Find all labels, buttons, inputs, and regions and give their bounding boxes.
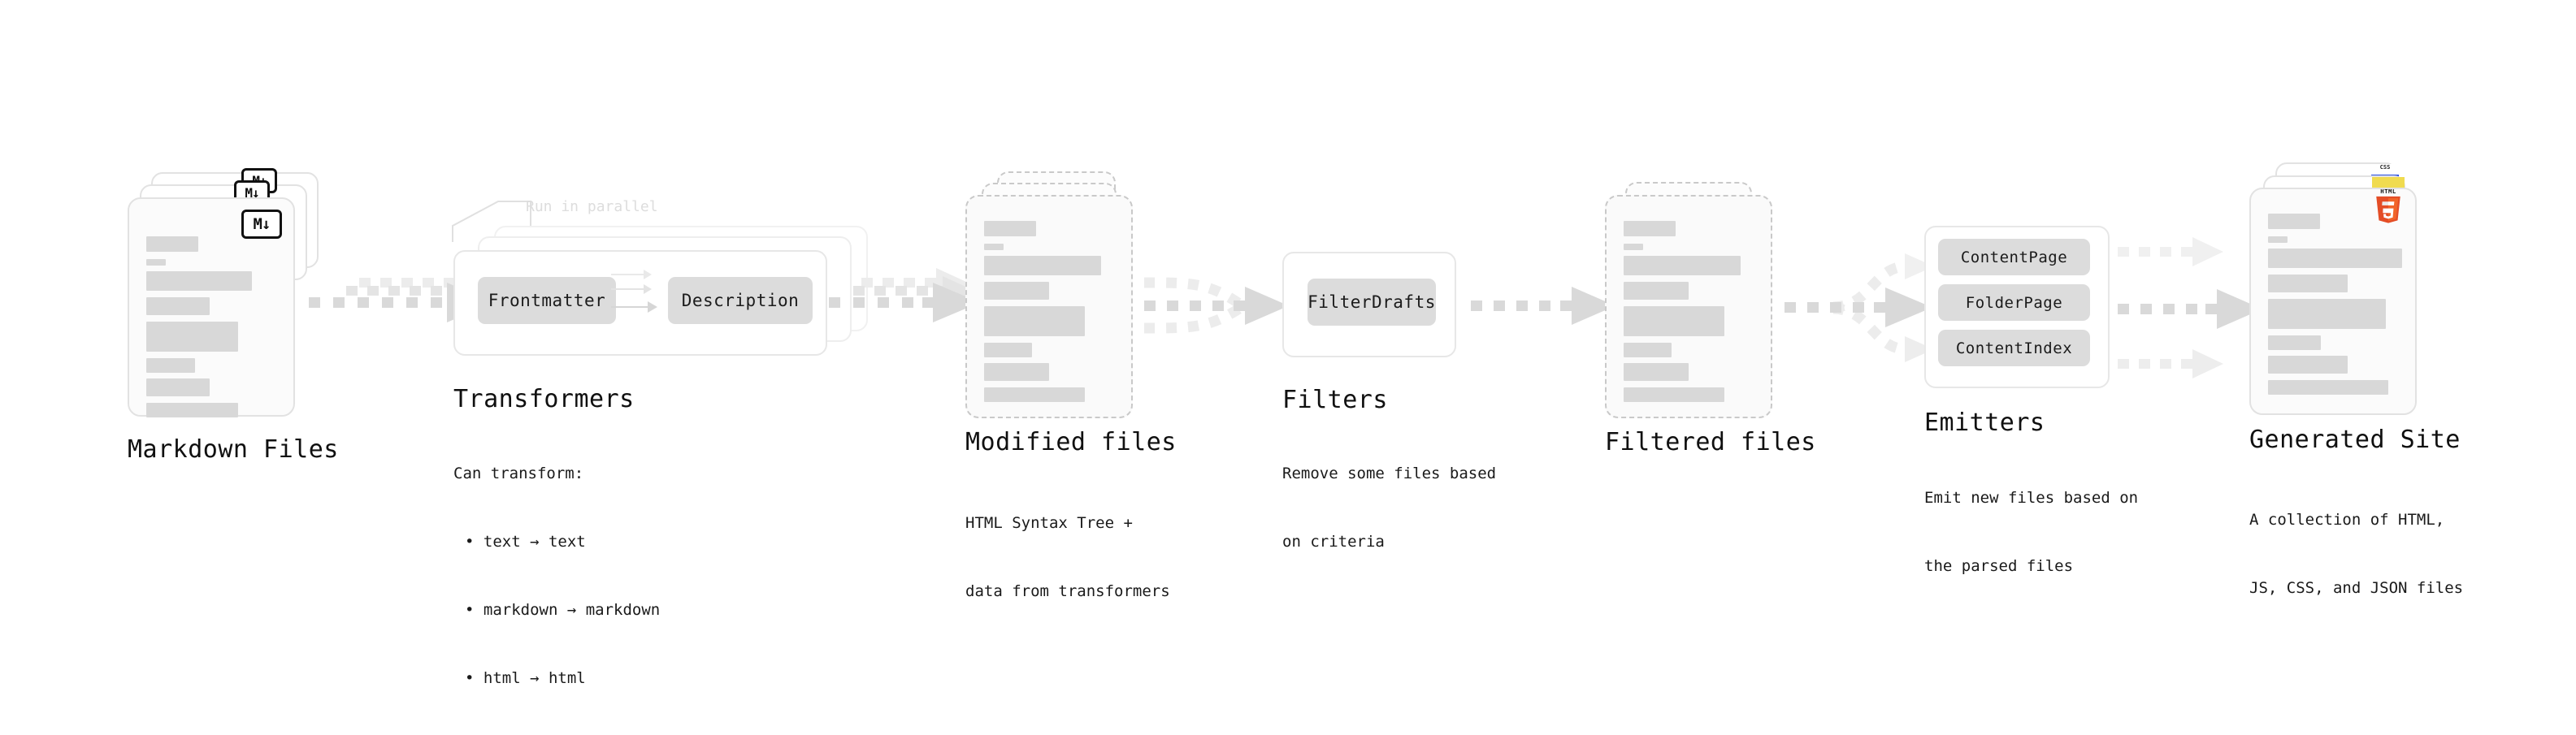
- filters-desc-line-2: on criteria: [1282, 533, 1385, 551]
- doc-line: [2268, 275, 2348, 292]
- doc-line: [1624, 221, 1676, 236]
- parallel-bracket: [452, 201, 531, 242]
- emitters-desc-line-2: the parsed files: [1924, 557, 2074, 575]
- doc-line: [984, 343, 1032, 357]
- transformers-description: Can transform: • text → text • markdown …: [453, 417, 660, 735]
- arrow-emitters-to-site: [2118, 237, 2262, 378]
- modified-files-description: HTML Syntax Tree + data from transformer…: [965, 466, 1170, 648]
- arrow-transformers-to-modified: [829, 268, 982, 322]
- emitters-description: Emit new files based on the parsed files: [1924, 441, 2138, 623]
- page-title-emitters: Emitters: [1924, 409, 2045, 437]
- emitters-box: ContentPage FolderPage ContentIndex: [1924, 226, 2110, 388]
- page-title-filtered-files: Filtered files: [1605, 428, 1816, 456]
- doc-line: [984, 363, 1049, 381]
- markdown-icon: M↓: [241, 210, 282, 239]
- arrow-filtered-to-emitters: [1785, 253, 1934, 362]
- doc-line: [1624, 363, 1689, 381]
- transformers-list-item-1: • text → text: [465, 533, 586, 551]
- doc-line: [146, 403, 238, 417]
- doc-line: [146, 358, 195, 373]
- doc-line: [984, 387, 1085, 402]
- doc-line: [1624, 282, 1689, 300]
- doc-line: [2268, 214, 2320, 229]
- chip-contentindex[interactable]: ContentIndex: [1938, 330, 2090, 366]
- generated-desc-line-2: JS, CSS, and JSON files: [2249, 579, 2464, 597]
- doc-line: [1624, 343, 1672, 357]
- doc-line: [984, 306, 1085, 336]
- doc-line: [984, 244, 1004, 250]
- markdown-file-card-front: M↓: [128, 197, 295, 417]
- html5-icon: HTML: [2376, 188, 2400, 223]
- page-title-transformers: Transformers: [453, 385, 635, 413]
- filters-description: Remove some files based on criteria: [1282, 417, 1496, 599]
- filters-box: FilterDrafts: [1282, 252, 1456, 357]
- doc-line: [984, 256, 1101, 275]
- modified-desc-line-2: data from transformers: [965, 582, 1170, 600]
- run-in-parallel-note: Run in parallel: [526, 198, 658, 215]
- filters-desc-line-1: Remove some files based: [1282, 465, 1497, 482]
- modified-file-card-front: [965, 195, 1133, 418]
- site-file-card-front: HTML: [2249, 188, 2417, 415]
- transformers-desc-head: Can transform:: [453, 465, 584, 482]
- doc-line: [984, 221, 1036, 236]
- doc-line: [1624, 244, 1643, 250]
- page-title-filters: Filters: [1282, 386, 1388, 414]
- arrow-modified-to-filters: [1143, 277, 1289, 334]
- page-title-generated-site: Generated Site: [2249, 426, 2461, 454]
- transformer-inner-arrows: [611, 270, 657, 313]
- doc-line: [2268, 249, 2402, 268]
- doc-line: [984, 282, 1049, 300]
- emitters-desc-line-1: Emit new files based on: [1924, 489, 2139, 507]
- doc-line: [2268, 335, 2321, 350]
- generated-desc-line-1: A collection of HTML,: [2249, 511, 2445, 529]
- transformers-list-item-3: • html → html: [465, 669, 586, 687]
- filtered-file-card-front: [1605, 195, 1772, 418]
- chip-contentpage[interactable]: ContentPage: [1938, 239, 2090, 275]
- modified-desc-line-1: HTML Syntax Tree +: [965, 514, 1133, 532]
- doc-line: [146, 322, 238, 352]
- chip-folderpage[interactable]: FolderPage: [1938, 284, 2090, 321]
- generated-site-description: A collection of HTML, JS, CSS, and JSON …: [2249, 463, 2463, 645]
- arrow-markdown-to-transformers: [309, 268, 499, 322]
- doc-line: [2268, 236, 2288, 243]
- svg-text:HTML: HTML: [2380, 188, 2396, 195]
- js-icon: [2372, 177, 2405, 189]
- doc-line: [1624, 387, 1724, 402]
- doc-line: [1624, 306, 1724, 336]
- doc-line: [146, 271, 252, 291]
- page-title-markdown-files: Markdown Files: [128, 435, 339, 464]
- chip-filterdrafts[interactable]: FilterDrafts: [1308, 279, 1436, 326]
- doc-line: [146, 297, 210, 315]
- page-title-modified-files: Modified files: [965, 428, 1177, 456]
- doc-line: [2268, 380, 2388, 395]
- arrow-filters-to-filtered: [1471, 287, 1615, 325]
- doc-line: [1624, 256, 1741, 275]
- chip-frontmatter[interactable]: Frontmatter: [478, 277, 616, 324]
- pipeline-diagram: M↓ M↓ M↓ Markdown Files: [128, 162, 2463, 687]
- doc-line: [146, 378, 210, 396]
- transformers-list-item-2: • markdown → markdown: [465, 601, 661, 619]
- doc-line: [146, 236, 198, 252]
- chip-description[interactable]: Description: [668, 277, 813, 324]
- doc-line: [146, 259, 166, 266]
- doc-line: [2268, 356, 2348, 374]
- doc-line: [2268, 299, 2386, 329]
- transformer-box-front: Frontmatter Description: [453, 250, 827, 356]
